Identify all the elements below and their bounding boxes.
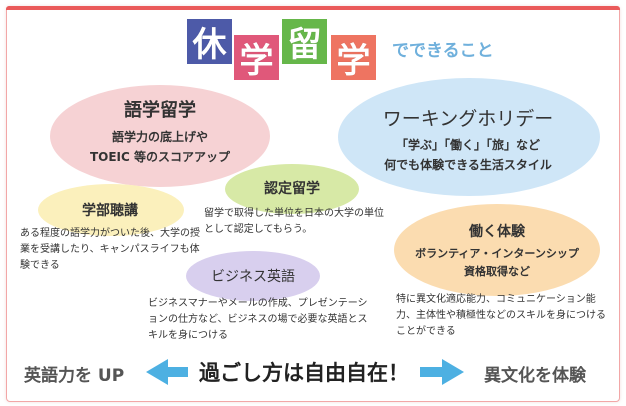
work-line2: 資格取得など xyxy=(464,265,530,278)
certified-heading: 認定留学 xyxy=(264,181,320,197)
title-tile-2: 学 xyxy=(234,35,279,81)
footer-left-label: 英語力を UP xyxy=(24,366,125,386)
language-line1: 語学力の底上げや xyxy=(111,130,208,144)
footer-center-label: 過ごし方は自由自在！ xyxy=(199,361,409,385)
top-accent-bar xyxy=(6,6,620,10)
title-subtitle: でできること xyxy=(392,41,494,61)
business-heading: ビジネス英語 xyxy=(211,269,295,285)
title-tile-1: 休 xyxy=(187,19,232,65)
title-tile-3: 留 xyxy=(282,19,327,65)
workingholiday-line2: 何でも体験できる生活スタイル xyxy=(384,158,552,172)
workingholiday-line1: 「学ぶ」「働く」「旅」など xyxy=(395,138,540,152)
title-tile-4: 学 xyxy=(331,35,376,81)
faculty-note: ある程度の語学力がついた後、大学の授業を受講したり、キャンパスライフも体験できる xyxy=(20,228,200,271)
faculty-heading: 学部聴講 xyxy=(82,203,138,219)
bubble-language-study xyxy=(50,85,270,187)
workingholiday-heading: ワーキングホリデー xyxy=(382,108,554,130)
bubble-working-holiday xyxy=(338,78,600,196)
business-note: ビジネスマナーやメールの作成、プレゼンテーションの仕方など、ビジネスの場で必要な… xyxy=(148,298,368,341)
certified-note: 留学で取得した単位を日本の大学の単位として認定してもらう。 xyxy=(204,208,384,235)
language-line2: TOEIC 等のスコアアップ xyxy=(89,150,231,164)
bubble-work-experience xyxy=(394,204,600,296)
bubble-certified-study xyxy=(225,164,359,214)
work-line1: ボランティア・インターンシップ xyxy=(415,247,579,260)
language-heading: 語学留学 xyxy=(124,100,196,121)
bubble-business-english xyxy=(186,251,320,301)
work-heading: 働く体験 xyxy=(469,224,525,240)
work-note: 特に異文化適応能力、コミュニケーション能力、主体性や積極性などのスキルを身につけ… xyxy=(396,294,606,337)
footer-banner: 過ごし方は自由自在！ xyxy=(188,357,420,387)
footer-right-label: 異文化を体験 xyxy=(484,366,586,386)
bubble-faculty-audit xyxy=(38,184,184,236)
